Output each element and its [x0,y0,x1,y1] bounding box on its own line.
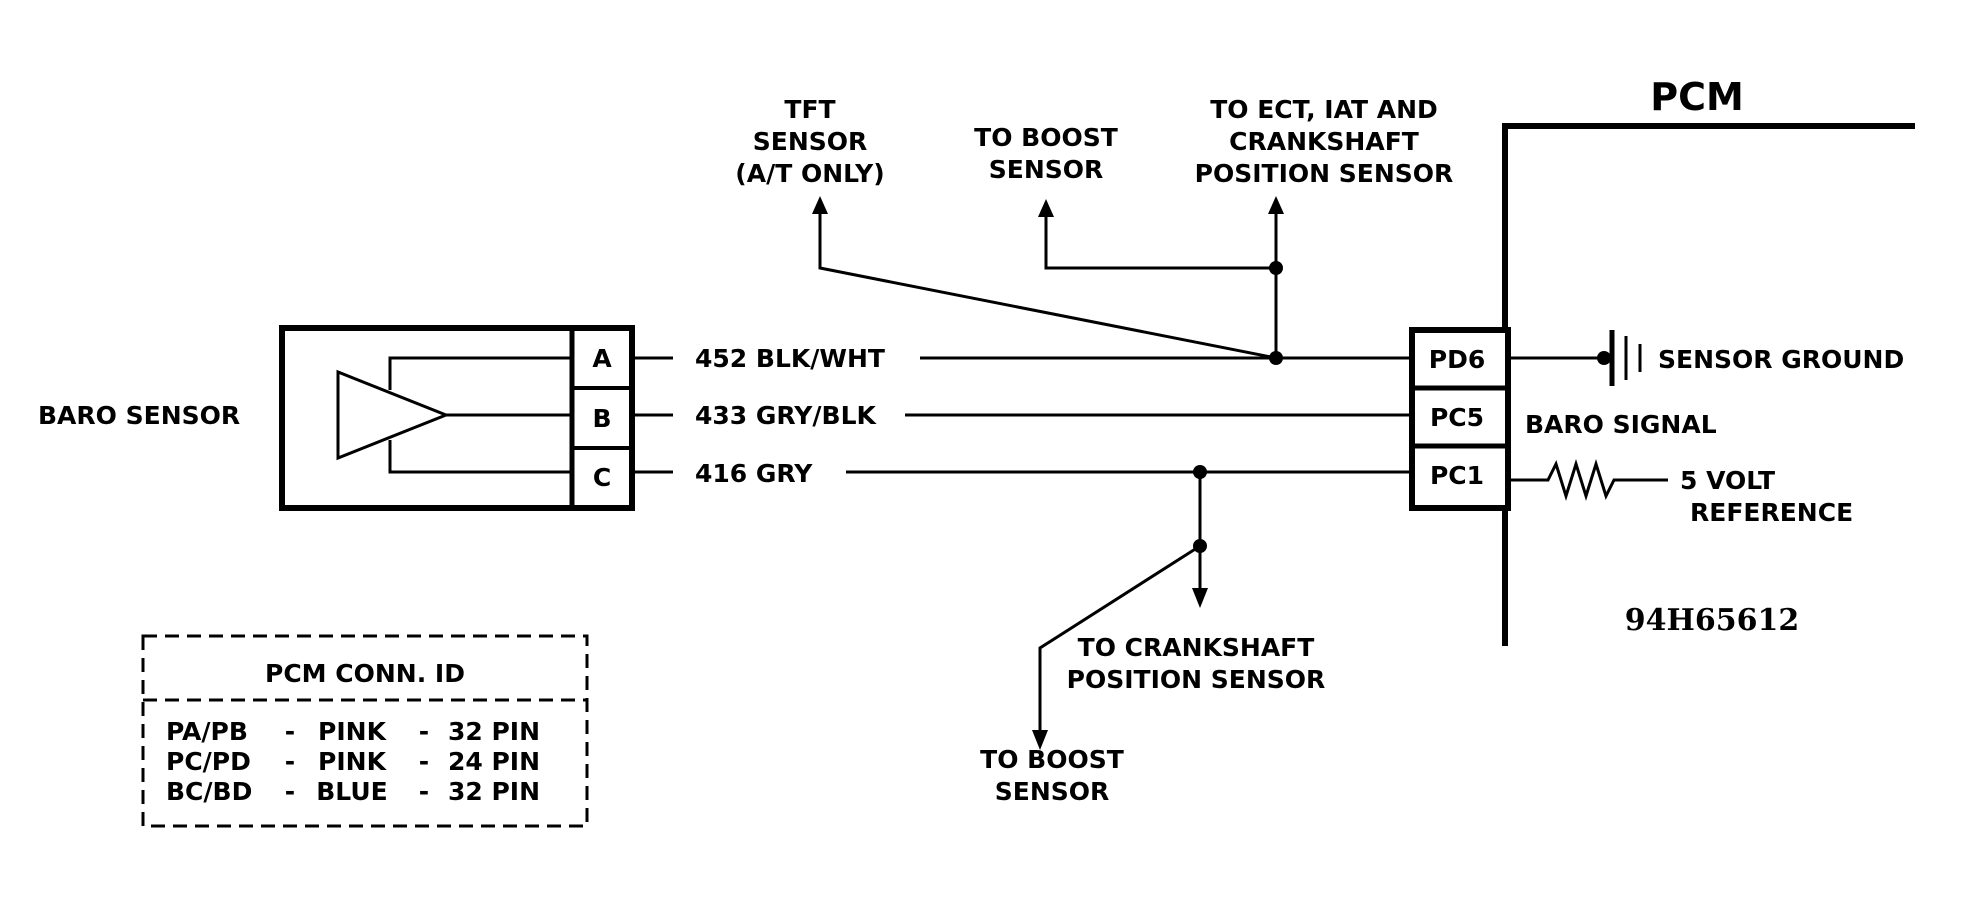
wire-416-label: 416 GRY [695,459,813,488]
baro-signal-label: BARO SIGNAL [1525,410,1717,439]
svg-text:32 PIN: 32 PIN [448,777,540,806]
pcm-pin-pd6: PD6 [1429,345,1485,374]
conn-row: PC/PD - PINK - 24 PIN [166,747,540,776]
pcm-boundary [1502,123,1915,646]
svg-text:24 PIN: 24 PIN [448,747,540,776]
pcm-pin-pc5: PC5 [1430,403,1484,432]
svg-text:-: - [285,747,295,776]
conn-row: BC/BD - BLUE - 32 PIN [166,777,540,806]
label-ect: TO ECT, IAT AND CRANKSHAFT POSITION SENS… [1195,95,1454,188]
sensor-pin-b: B [592,404,611,433]
baro-sensor-box [279,325,635,511]
conn-table-title: PCM CONN. ID [265,659,465,688]
svg-text:TFT: TFT [784,95,835,124]
svg-text:-: - [419,747,429,776]
svg-text:POSITION SENSOR: POSITION SENSOR [1067,665,1326,694]
ground-symbol [1508,330,1642,386]
svg-text:-: - [419,717,429,746]
sensor-pin-c: C [593,463,611,492]
svg-text:-: - [419,777,429,806]
arrow-up-tft [812,196,828,214]
sensor-pin-a: A [592,344,612,373]
svg-text:TO BOOST: TO BOOST [980,745,1124,774]
label-boost-top: TO BOOST SENSOR [974,123,1118,184]
label-crank-bottom: TO CRANKSHAFT POSITION SENSOR [1067,633,1326,694]
svg-text:POSITION SENSOR: POSITION SENSOR [1195,159,1454,188]
branch-tft [812,196,1277,360]
svg-text:PINK: PINK [318,747,388,776]
svg-text:SENSOR: SENSOR [989,155,1104,184]
arrow-down-crank [1192,588,1208,608]
wire-433-label: 433 GRY/BLK [695,401,878,430]
svg-text:-: - [285,777,295,806]
splice-ect-boost [1269,261,1283,275]
label-tft: TFT SENSOR (A/T ONLY) [735,95,884,188]
svg-text:SENSOR: SENSOR [753,127,868,156]
wire-452-label: 452 BLK/WHT [695,344,885,373]
pcm-pin-pc1: PC1 [1430,461,1484,490]
svg-text:CRANKSHAFT: CRANKSHAFT [1229,127,1419,156]
svg-text:PA/PB: PA/PB [166,717,248,746]
pcm-connector [1409,327,1511,511]
arrow-up-boost [1038,199,1054,217]
resistor-symbol [1508,458,1668,502]
branch-boost-top [1038,199,1276,270]
branch-ect [1268,196,1284,358]
pcm-title: PCM [1650,75,1744,119]
conn-id-table [141,634,589,828]
svg-text:TO CRANKSHAFT: TO CRANKSHAFT [1078,633,1315,662]
reference-label: REFERENCE [1690,498,1853,527]
svg-text:PC/PD: PC/PD [166,747,251,776]
sensor-ground-label: SENSOR GROUND [1658,345,1904,374]
splice-452 [1269,351,1283,365]
svg-text:TO BOOST: TO BOOST [974,123,1118,152]
splice-416-lower [1193,539,1207,553]
figure-id: 94H65612 [1625,603,1799,638]
splice-416 [1193,465,1207,479]
baro-sensor-label: BARO SENSOR [38,401,240,430]
svg-text:SENSOR: SENSOR [995,777,1110,806]
branch-bottom [1032,472,1208,750]
amplifier-symbol [336,369,451,461]
arrow-up-ect [1268,196,1284,214]
svg-text:32 PIN: 32 PIN [448,717,540,746]
svg-text:TO ECT, IAT AND: TO ECT, IAT AND [1210,95,1438,124]
conn-row: PA/PB - PINK - 32 PIN [166,717,540,746]
svg-text:BC/BD: BC/BD [166,777,252,806]
svg-text:PINK: PINK [318,717,388,746]
five-volt-label: 5 VOLT [1680,466,1775,495]
arrow-down-boost [1032,730,1048,750]
svg-text:-: - [285,717,295,746]
svg-text:(A/T ONLY): (A/T ONLY) [735,159,884,188]
label-boost-bottom: TO BOOST SENSOR [980,745,1124,806]
svg-text:BLUE: BLUE [316,777,387,806]
